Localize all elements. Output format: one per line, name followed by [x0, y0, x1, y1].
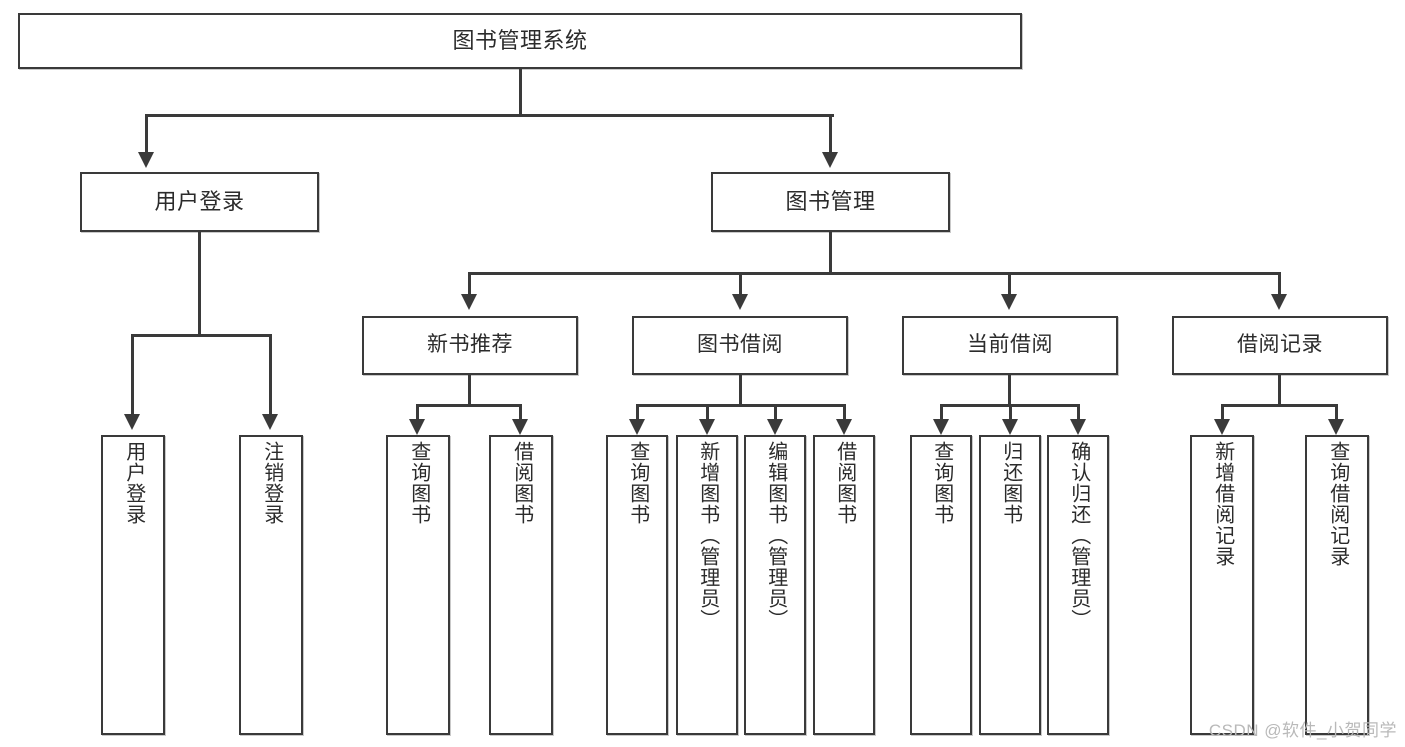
connector-drop-query-book-3	[940, 404, 943, 422]
leaf-query-borrow-record[interactable]: 查询借阅记录	[1305, 435, 1369, 735]
connector-drop-user-login	[145, 114, 148, 154]
connector-drop-book-manage	[829, 114, 832, 154]
node-label: 借阅记录	[1237, 333, 1323, 357]
arrowhead-query-book-1	[409, 419, 425, 435]
arrowhead-user-login	[138, 152, 154, 168]
connector-drop-query-record	[1335, 404, 1338, 422]
connector-drop-leaf-logout	[269, 334, 272, 416]
connector-level1-bus	[146, 114, 834, 117]
node-book-borrow[interactable]: 图书借阅	[632, 316, 848, 375]
connector-new-book-bus	[416, 404, 522, 407]
arrowhead-borrow-book-1	[512, 419, 528, 435]
connector-current-borrow-stem	[1008, 375, 1011, 407]
connector-drop-leaf-user-login	[131, 334, 134, 416]
arrowhead-leaf-user-login	[124, 414, 140, 430]
arrowhead-leaf-logout	[262, 414, 278, 430]
node-label: 图书管理系统	[452, 28, 588, 54]
arrowhead-add-record	[1214, 419, 1230, 435]
node-label: 新增借阅记录	[1211, 441, 1234, 567]
leaf-user-login[interactable]: 用户登录	[101, 435, 165, 735]
arrowhead-return-book	[1002, 419, 1018, 435]
node-new-book-recommend[interactable]: 新书推荐	[362, 316, 578, 375]
node-root-system[interactable]: 图书管理系统	[18, 13, 1022, 69]
connector-drop-borrow-book-2	[843, 404, 846, 422]
connector-borrow-record-bus	[1221, 404, 1338, 407]
arrowhead-confirm-return	[1070, 419, 1086, 435]
connector-drop-borrow-record	[1278, 272, 1281, 296]
leaf-query-book-current[interactable]: 查询图书	[910, 435, 972, 735]
connector-drop-new-book	[468, 272, 471, 296]
node-label: 用户登录	[122, 441, 145, 525]
node-book-management[interactable]: 图书管理	[711, 172, 950, 232]
node-label: 编辑图书（管理员）	[764, 441, 787, 630]
node-label: 查询图书	[626, 441, 649, 525]
node-label: 确认归还（管理员）	[1067, 441, 1090, 630]
connector-book-borrow-bus	[636, 404, 845, 407]
connector-book-borrow-stem	[739, 375, 742, 407]
arrowhead-borrow-book-2	[836, 419, 852, 435]
connector-borrow-record-stem	[1278, 375, 1281, 407]
csdn-watermark: CSDN @软件_小贺同学	[1208, 721, 1397, 740]
leaf-edit-book-admin[interactable]: 编辑图书（管理员）	[744, 435, 806, 735]
node-label: 注销登录	[260, 441, 283, 525]
connector-book-manage-stem	[829, 232, 832, 274]
arrowhead-query-record	[1328, 419, 1344, 435]
connector-user-login-bus	[131, 334, 271, 337]
node-label: 图书管理	[785, 189, 876, 215]
node-label: 归还图书	[999, 441, 1022, 525]
node-label: 新书推荐	[427, 333, 513, 357]
connector-drop-edit-book	[774, 404, 777, 422]
arrowhead-add-book	[699, 419, 715, 435]
leaf-return-book[interactable]: 归还图书	[979, 435, 1041, 735]
connector-drop-current-borrow	[1008, 272, 1011, 296]
connector-user-login-stem	[198, 232, 201, 336]
node-label: 新增图书（管理员）	[696, 441, 719, 630]
connector-drop-borrow-book-1	[519, 404, 522, 422]
arrowhead-query-book-3	[933, 419, 949, 435]
node-label: 用户登录	[154, 189, 245, 215]
node-label: 借阅图书	[510, 441, 533, 525]
leaf-query-book-recommend[interactable]: 查询图书	[386, 435, 450, 735]
arrowhead-book-borrow	[732, 294, 748, 310]
arrowhead-current-borrow	[1001, 294, 1017, 310]
connector-drop-add-record	[1221, 404, 1224, 422]
arrowhead-query-book-2	[629, 419, 645, 435]
leaf-query-book-borrow[interactable]: 查询图书	[606, 435, 668, 735]
connector-drop-query-book-1	[416, 404, 419, 422]
leaf-add-borrow-record[interactable]: 新增借阅记录	[1190, 435, 1254, 735]
node-label: 借阅图书	[833, 441, 856, 525]
node-label: 查询图书	[407, 441, 430, 525]
arrowhead-borrow-record	[1271, 294, 1287, 310]
arrowhead-new-book	[461, 294, 477, 310]
node-user-login[interactable]: 用户登录	[80, 172, 319, 232]
node-label: 图书借阅	[697, 333, 783, 357]
connector-drop-confirm-return	[1077, 404, 1080, 422]
connector-drop-book-borrow	[739, 272, 742, 296]
node-borrow-record[interactable]: 借阅记录	[1172, 316, 1388, 375]
arrowhead-book-manage	[822, 152, 838, 168]
node-label: 查询图书	[930, 441, 953, 525]
connector-root-stem	[519, 69, 522, 116]
leaf-add-book-admin[interactable]: 新增图书（管理员）	[676, 435, 738, 735]
connector-drop-return-book	[1009, 404, 1012, 422]
node-label: 当前借阅	[967, 333, 1053, 357]
node-label: 查询借阅记录	[1326, 441, 1349, 567]
connector-book-manage-bus	[468, 272, 1280, 275]
node-current-borrow[interactable]: 当前借阅	[902, 316, 1118, 375]
leaf-logout[interactable]: 注销登录	[239, 435, 303, 735]
leaf-confirm-return-admin[interactable]: 确认归还（管理员）	[1047, 435, 1109, 735]
connector-drop-add-book	[706, 404, 709, 422]
arrowhead-edit-book	[767, 419, 783, 435]
connector-new-book-stem	[468, 375, 471, 407]
leaf-borrow-book-recommend[interactable]: 借阅图书	[489, 435, 553, 735]
leaf-borrow-book[interactable]: 借阅图书	[813, 435, 875, 735]
connector-drop-query-book-2	[636, 404, 639, 422]
